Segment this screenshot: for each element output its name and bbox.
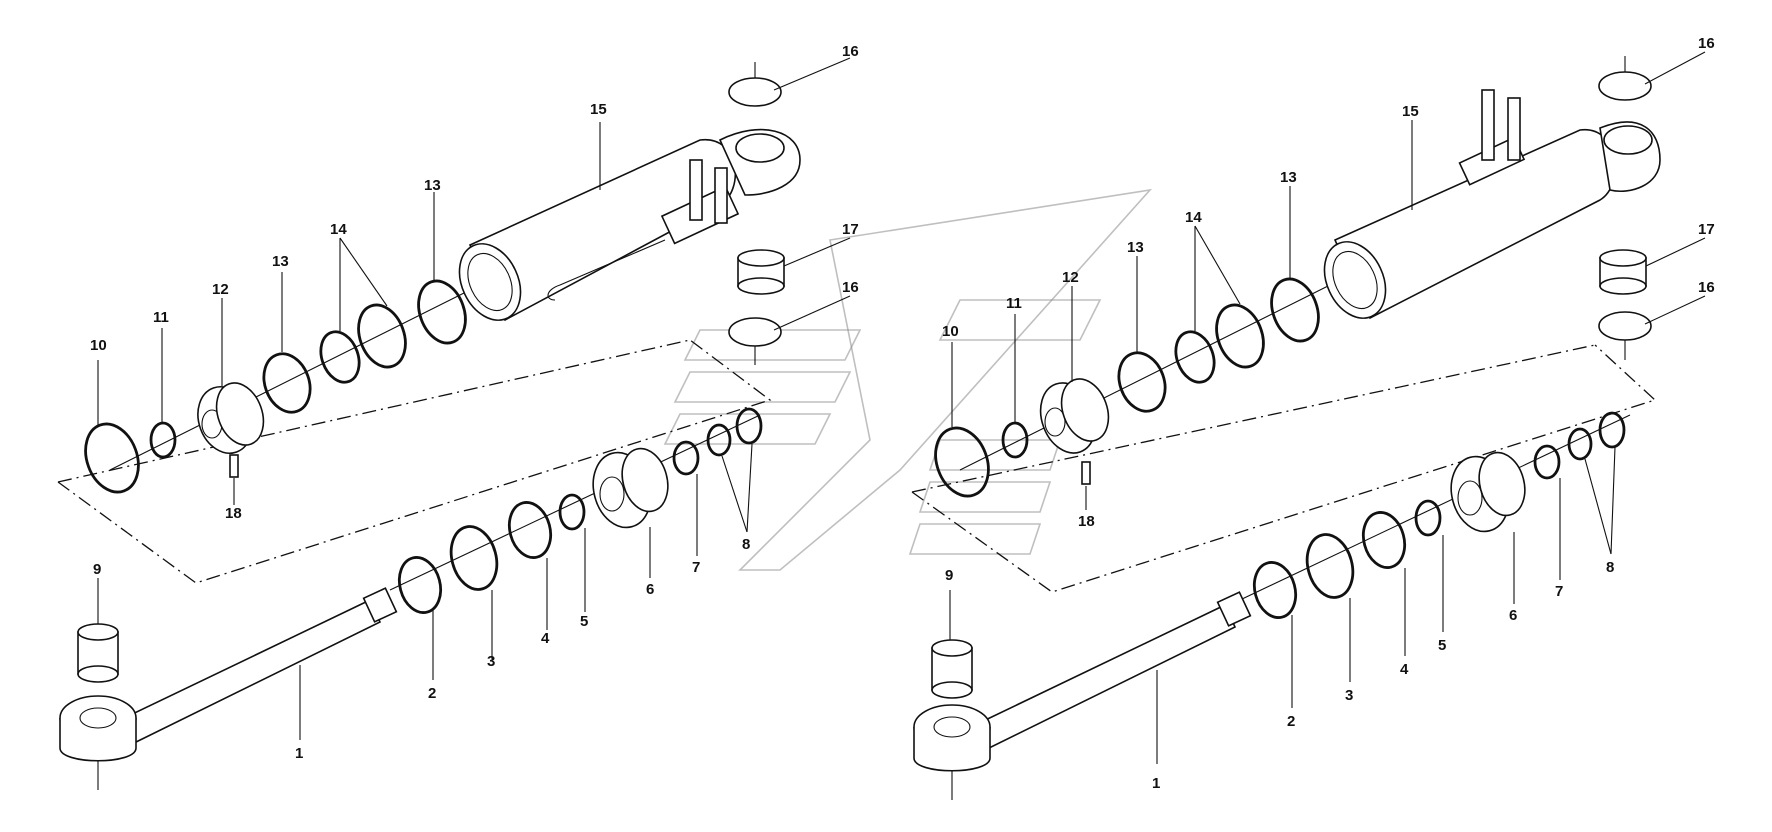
callout-13b: 13 [424, 177, 441, 194]
gland [1039, 378, 1110, 454]
callout-5: 5 [580, 613, 588, 630]
seal-ring [1567, 427, 1593, 461]
seal-ring [357, 303, 407, 369]
callout-17: 17 [1698, 221, 1715, 238]
right-explode-top [911, 344, 1596, 493]
piston-rod [59, 587, 398, 762]
right-callouts: 1 2 3 4 5 6 7 8 9 10 11 12 13 13 14 15 1… [942, 35, 1715, 792]
bushing [737, 249, 785, 295]
callout-13a: 13 [1127, 239, 1144, 256]
left-assembly: 1 2 3 4 5 6 7 8 9 10 11 12 13 13 14 15 1… [57, 43, 859, 790]
right-assembly: 1 2 3 4 5 6 7 8 9 10 11 12 13 13 14 15 1… [911, 35, 1715, 800]
seal-ring [319, 330, 361, 384]
callout-6: 6 [646, 581, 654, 598]
piston [592, 447, 669, 529]
callout-14: 14 [1185, 209, 1202, 226]
seal-ring [397, 556, 443, 614]
seal-ring [1414, 499, 1442, 537]
seal-ring [1174, 330, 1216, 384]
seal-ring [1305, 533, 1355, 599]
callout-9: 9 [93, 561, 101, 578]
left-axis-upper [109, 279, 491, 471]
snap-ring [1598, 311, 1652, 341]
callout-1: 1 [1152, 775, 1160, 792]
gland [197, 382, 265, 454]
callout-2: 2 [428, 685, 436, 702]
callout-18: 18 [225, 505, 242, 522]
grease-fitting [229, 454, 239, 478]
seal-ring [1533, 444, 1561, 480]
callout-8: 8 [1606, 559, 1614, 576]
seal-ring [262, 352, 312, 414]
left-leaders [97, 57, 851, 790]
seal-ring [706, 423, 732, 457]
callout-16a: 16 [1698, 35, 1715, 52]
piston [1450, 451, 1526, 533]
left-explode-outline [57, 339, 772, 584]
callout-16a: 16 [842, 43, 859, 60]
seal-ring [672, 440, 700, 476]
left-axis-lower [389, 414, 761, 591]
callout-10: 10 [942, 323, 959, 340]
snap-ring [728, 77, 782, 107]
callout-4: 4 [541, 630, 550, 647]
o-ring [84, 422, 140, 494]
o-ring [934, 426, 990, 498]
callout-11: 11 [153, 309, 169, 326]
o-ring [149, 421, 177, 459]
callout-7: 7 [1555, 583, 1563, 600]
cylinder-barrel [458, 128, 801, 322]
callout-6: 6 [1509, 607, 1517, 624]
bushing [77, 623, 119, 683]
callout-9: 9 [945, 567, 953, 584]
piston-rod [913, 591, 1252, 772]
right-axis-upper [959, 274, 1351, 471]
bushing [931, 639, 973, 699]
watermark-logo [663, 188, 1153, 571]
callout-1: 1 [295, 745, 303, 762]
callout-11: 11 [1006, 295, 1022, 312]
bushing [1599, 249, 1647, 295]
cylinder-barrel [1323, 89, 1661, 320]
callout-15: 15 [590, 101, 607, 118]
seal-ring [449, 525, 499, 591]
callout-13b: 13 [1280, 169, 1297, 186]
callout-16b: 16 [842, 279, 859, 296]
seal-ring [417, 279, 467, 345]
seal-ring [1598, 411, 1626, 449]
callout-3: 3 [487, 653, 495, 670]
callout-17: 17 [842, 221, 859, 238]
callout-8: 8 [742, 536, 750, 553]
grease-fitting [1081, 461, 1091, 485]
seal-ring [558, 493, 586, 531]
right-explode-outline [911, 344, 1657, 593]
seal-ring [735, 407, 763, 445]
callout-4: 4 [1400, 661, 1409, 678]
snap-ring [1598, 71, 1652, 101]
callout-15: 15 [1402, 103, 1419, 120]
callout-3: 3 [1345, 687, 1353, 704]
callout-16b: 16 [1698, 279, 1715, 296]
right-leaders [949, 51, 1706, 800]
seal-ring [507, 501, 553, 559]
seal-ring [1361, 511, 1407, 569]
callout-12: 12 [1062, 269, 1079, 286]
snap-ring [728, 317, 782, 347]
right-axis-lower [1239, 414, 1631, 601]
callout-7: 7 [692, 559, 700, 576]
callout-12: 12 [212, 281, 229, 298]
seal-ring [1215, 303, 1265, 369]
seal-ring [1252, 561, 1298, 619]
callout-5: 5 [1438, 637, 1446, 654]
left-callouts: 1 2 3 4 5 6 7 8 9 10 11 12 13 13 14 15 1… [90, 43, 859, 762]
callout-2: 2 [1287, 713, 1295, 730]
seal-ring [1117, 351, 1167, 413]
callout-10: 10 [90, 337, 107, 354]
callout-14: 14 [330, 221, 347, 238]
callout-18: 18 [1078, 513, 1095, 530]
seal-ring [1270, 277, 1320, 343]
callout-13a: 13 [272, 253, 289, 270]
